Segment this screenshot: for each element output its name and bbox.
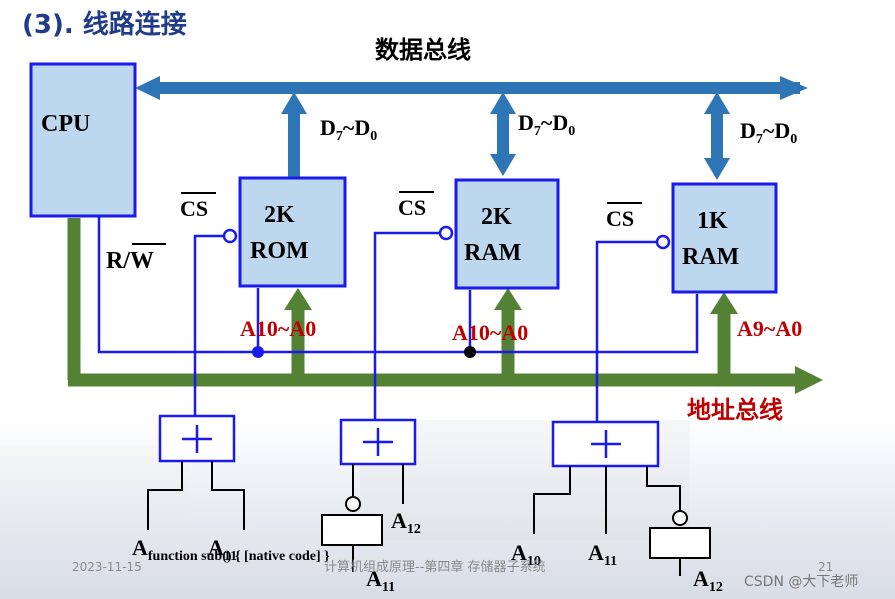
addr-label-ram2k: A10~A0: [452, 320, 528, 345]
addr-branch-ram1k: [710, 292, 738, 378]
addr-branch-ram2k: [494, 288, 522, 378]
address-bus-label: 地址总线: [687, 396, 783, 424]
slide-title: (3). 线路连接: [22, 9, 187, 40]
cs-inversion-bubble: [655, 234, 671, 250]
footer-date: 2023-11-15: [72, 560, 142, 574]
chip-size: 1K: [697, 208, 728, 234]
address-bus: 地址总线: [67, 218, 823, 424]
rw-line: R/W: [97, 216, 699, 358]
junction-dot: [252, 346, 264, 358]
addr-label-ram1k: A9~A0: [737, 316, 802, 341]
inverter-box: [649, 527, 711, 559]
gate2-input-2: A12: [391, 508, 421, 537]
inverter-bubble: [345, 496, 361, 512]
chip-type: RAM: [682, 244, 739, 270]
gate3-input-3: A12: [693, 566, 723, 595]
gate1-input-2: A11: [208, 535, 237, 564]
data-bus-left-arrowhead: [135, 76, 160, 100]
chip-ram-2k: 2K RAM D7~D0 A10~A0 CS: [373, 110, 575, 420]
chip-type: RAM: [464, 240, 521, 266]
chip-size: 2K: [264, 202, 295, 228]
cs-inversion-bubble: [438, 225, 454, 241]
data-bus: 数据总线: [135, 36, 808, 100]
cs-label: CS: [606, 206, 634, 231]
data-branch-ram1k: [704, 92, 730, 180]
or-gate-2: A12 A11: [321, 418, 421, 595]
background-building-left: [0, 445, 190, 540]
data-label-ram2k: D7~D0: [518, 110, 575, 139]
inverter-box: [321, 514, 383, 546]
cs-label: CS: [398, 195, 426, 220]
data-branch-rom: [281, 92, 307, 178]
footer-course: 计算机组成原理--第四章 存储器子系统: [324, 559, 546, 575]
addr-branch-rom: [284, 288, 312, 378]
cs-label: CS: [180, 196, 208, 221]
cs-inversion-bubble: [222, 228, 238, 244]
cpu-label: CPU: [41, 111, 90, 137]
inverter-bubble: [672, 510, 688, 526]
rw-label: R/W: [106, 248, 154, 274]
csdn-watermark: CSDN @大下老师: [744, 574, 858, 590]
chip-size: 2K: [481, 204, 512, 230]
gate3-input-2: A11: [588, 540, 617, 569]
data-bus-right-arrowhead: [780, 76, 808, 100]
chip-ram-1k: 1K RAM D7~D0 A9~A0 CS: [595, 118, 802, 422]
junction-dot: [464, 346, 476, 358]
data-branch-ram2k: [490, 92, 516, 176]
data-label-rom: D7~D0: [320, 115, 377, 144]
cpu-block: CPU: [29, 62, 137, 218]
data-bus-label: 数据总线: [375, 36, 471, 64]
chip-type: ROM: [250, 238, 309, 264]
or-gate-1: Afunction sub() { [native code] } A11: [132, 414, 330, 564]
footer-page: 21: [818, 560, 833, 574]
addr-label-rom: A10~A0: [240, 316, 316, 341]
data-label-ram1k: D7~D0: [740, 118, 797, 147]
chip-rom-2k: 2K ROM D7~D0 A10~A0 CS: [180, 115, 377, 416]
